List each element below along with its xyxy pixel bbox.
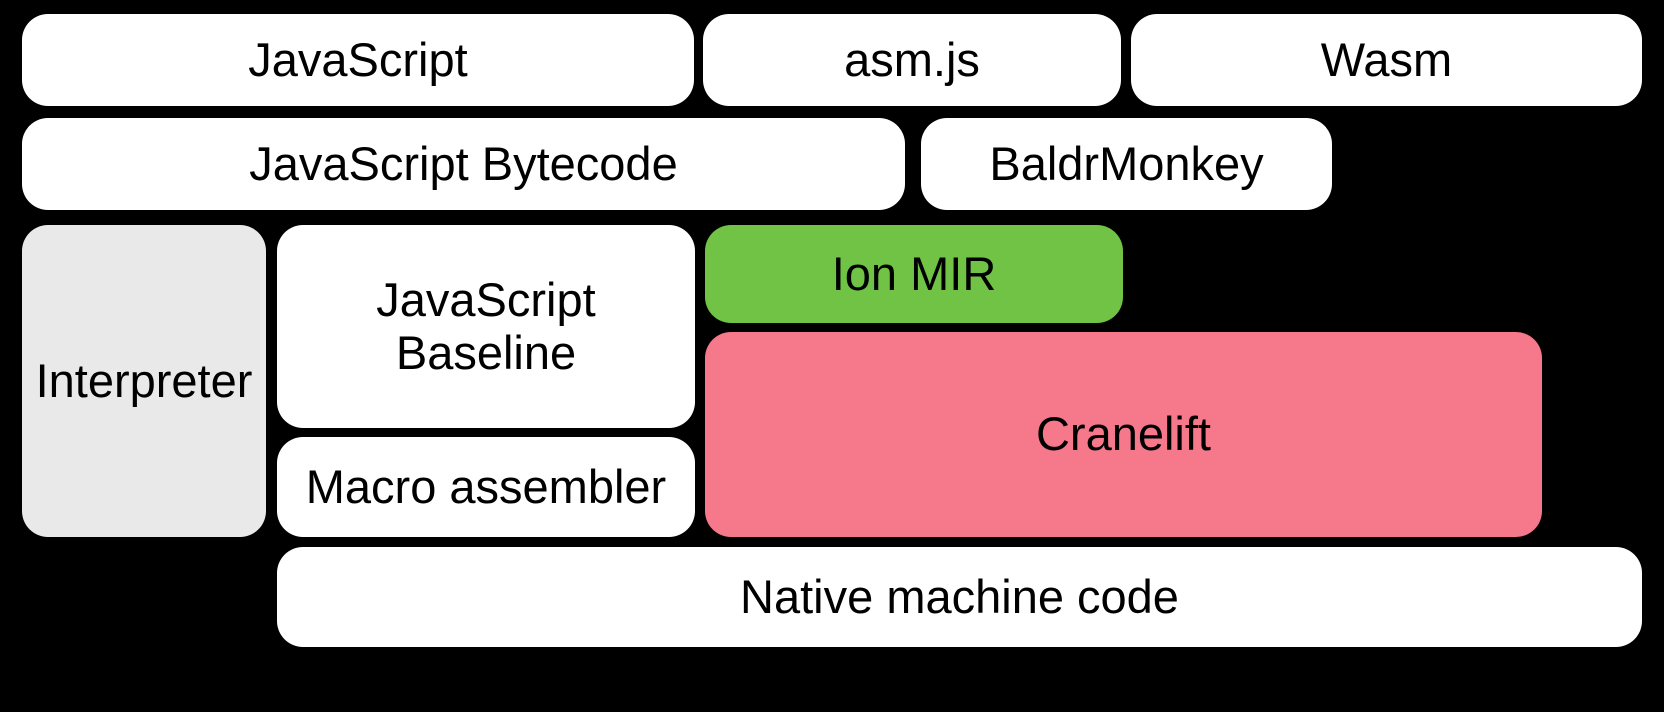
node-macro-assembler[interactable]: Macro assembler (277, 437, 695, 537)
node-baldrmonkey[interactable]: BaldrMonkey (921, 118, 1332, 210)
node-cranelift[interactable]: Cranelift (705, 332, 1542, 537)
node-asm-js[interactable]: asm.js (703, 14, 1121, 106)
node-interpreter[interactable]: Interpreter (22, 225, 266, 537)
node-wasm[interactable]: Wasm (1131, 14, 1642, 106)
node-javascript-baseline[interactable]: JavaScript Baseline (277, 225, 695, 428)
node-ion-mir[interactable]: Ion MIR (705, 225, 1123, 323)
node-native-machine-code[interactable]: Native machine code (277, 547, 1642, 647)
node-javascript-bytecode[interactable]: JavaScript Bytecode (22, 118, 905, 210)
node-javascript[interactable]: JavaScript (22, 14, 694, 106)
